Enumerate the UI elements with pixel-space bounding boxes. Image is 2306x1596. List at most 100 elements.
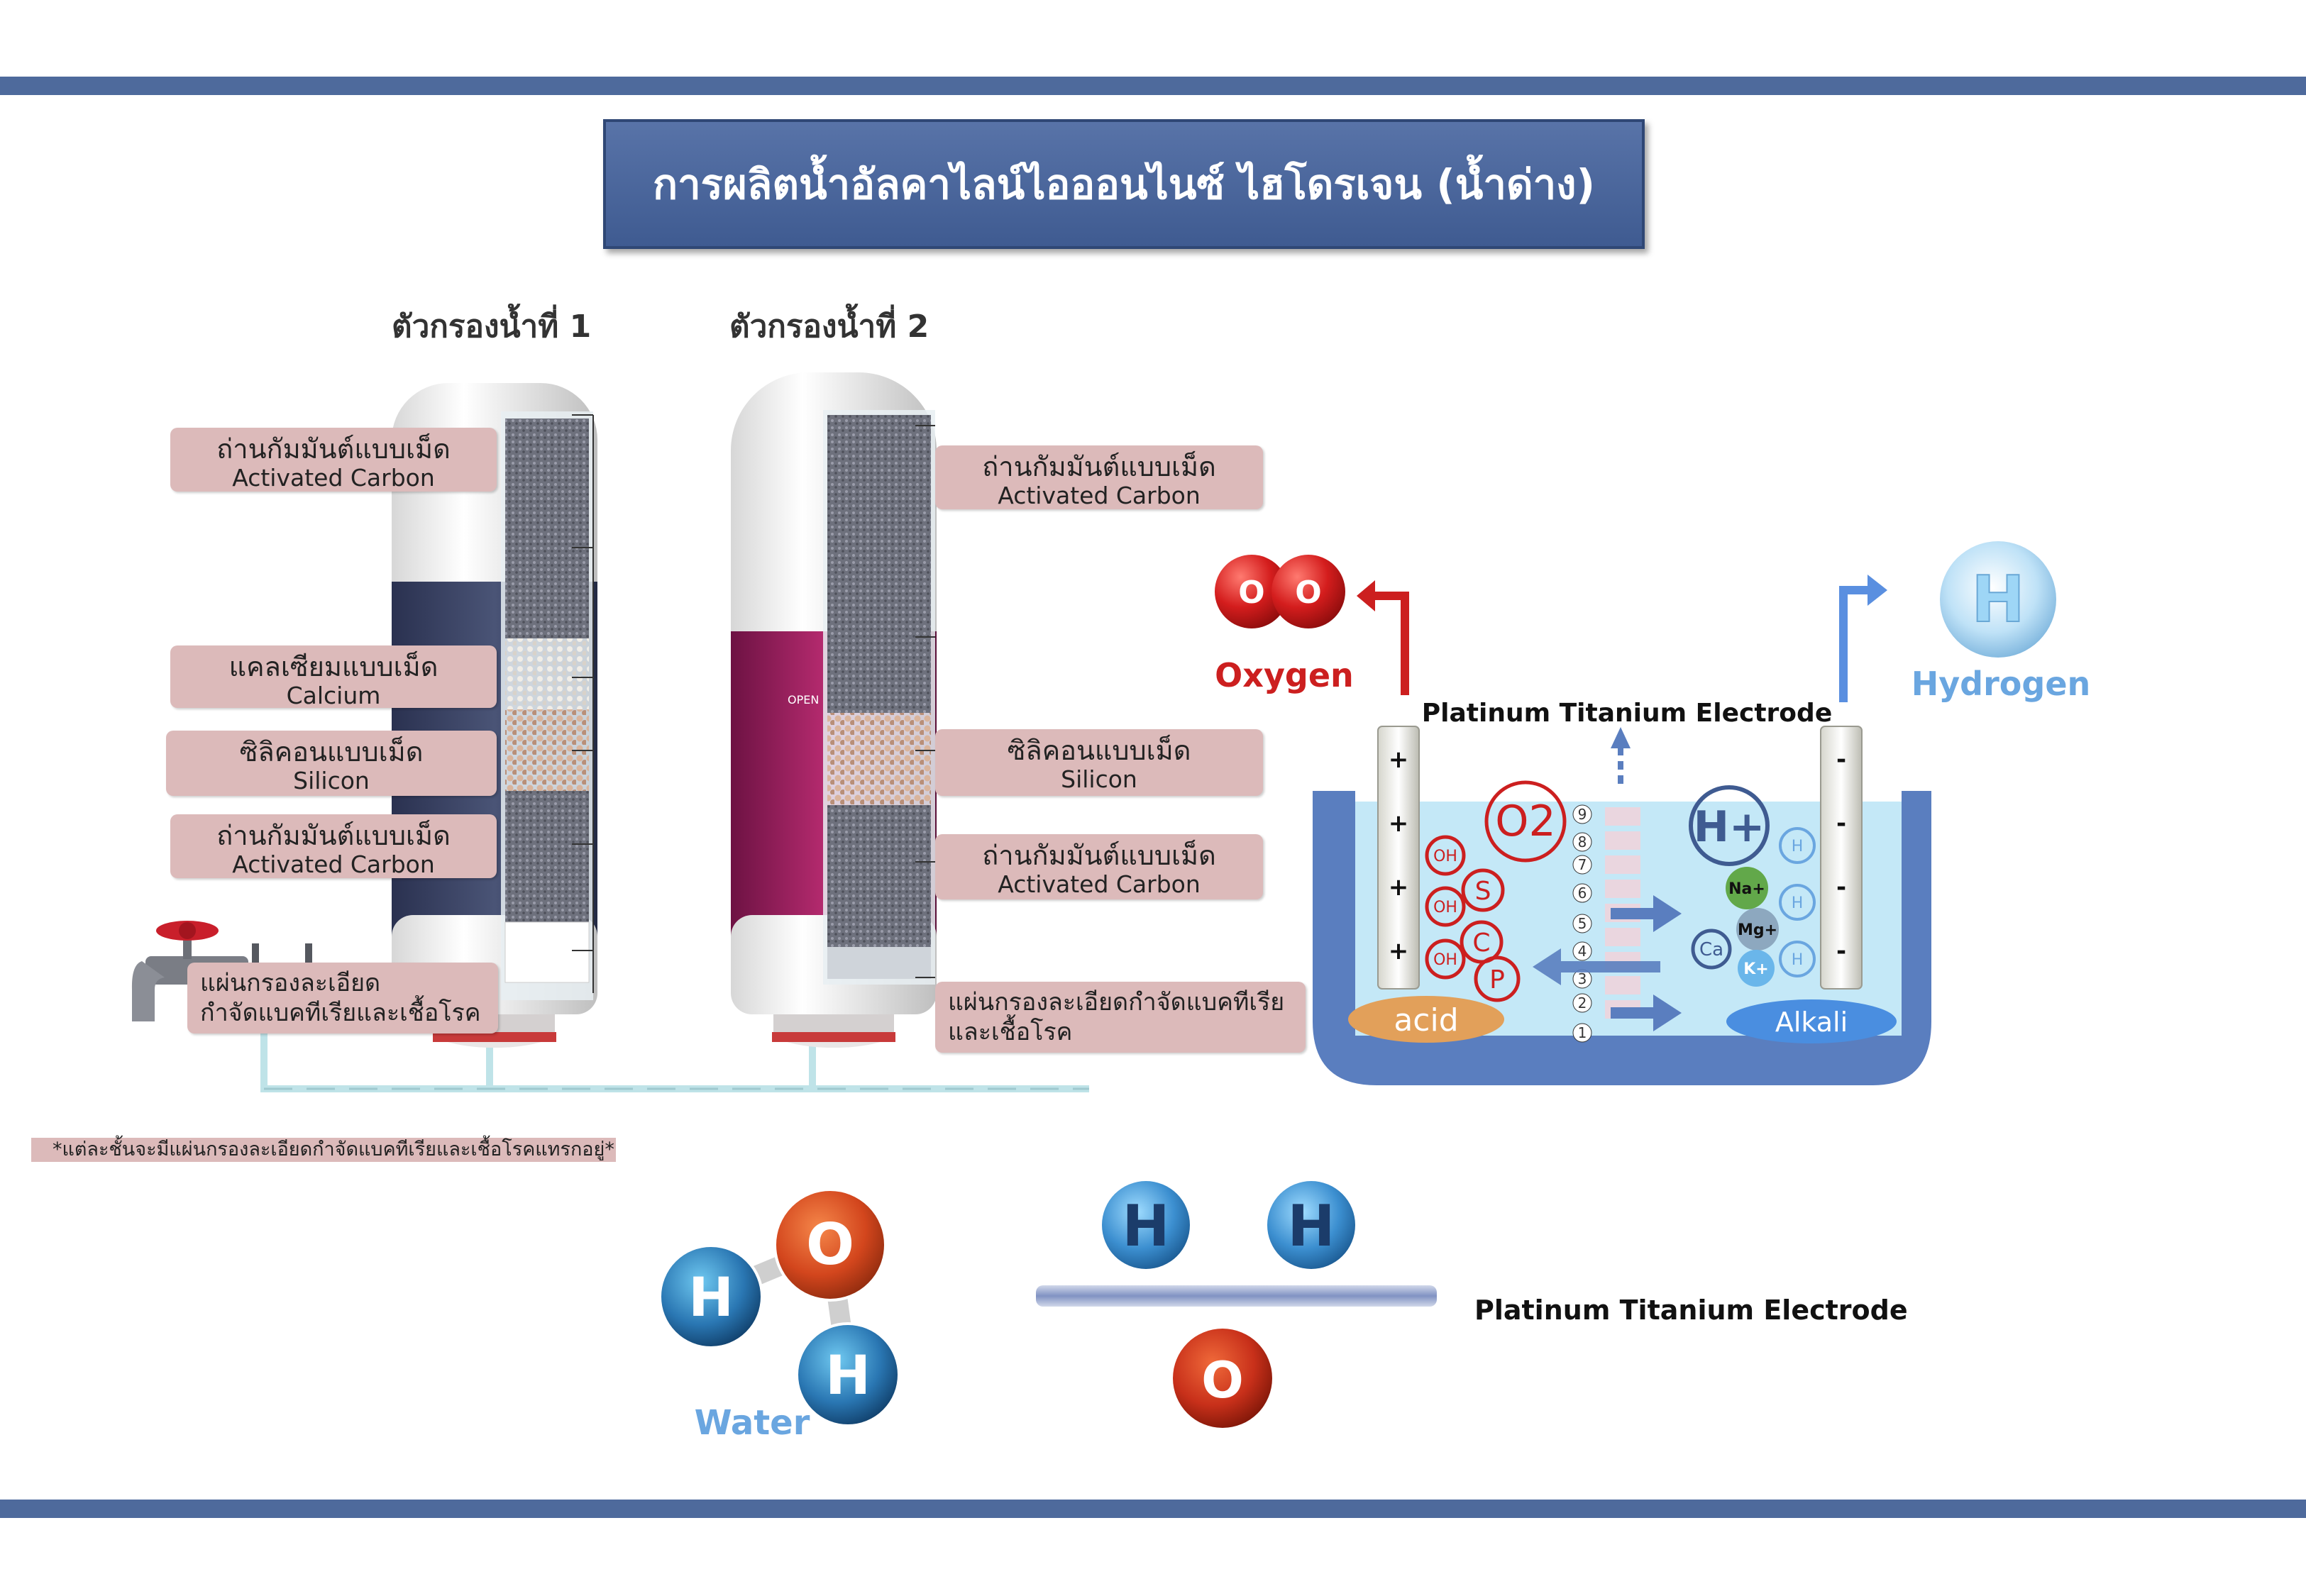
water-label: Water xyxy=(695,1403,810,1443)
membrane-number: 1 xyxy=(1578,1024,1587,1041)
ion-label: OH xyxy=(1433,951,1457,969)
bottom-electrode-label: Platinum Titanium Electrode xyxy=(1474,1295,1908,1326)
top-bar xyxy=(0,77,2306,95)
layer-th: แคลเซียมแบบเม็ด xyxy=(228,651,438,682)
anode-electrode: + + + + xyxy=(1377,726,1420,990)
ion-label: Mg+ xyxy=(1738,921,1777,939)
f1-layer-silicon: ซิลิคอนแบบเม็ด Silicon xyxy=(166,731,497,796)
f1-layer-calcium: แคลเซียมแบบเม็ด Calcium xyxy=(170,645,497,709)
membrane-number: 7 xyxy=(1578,856,1587,873)
filter-illustration: OPEN xyxy=(131,372,1089,1092)
layer-th: ซิลิคอนแบบเม็ด xyxy=(1007,735,1191,766)
membrane-number: 6 xyxy=(1578,885,1587,902)
electrode-title: Platinum Titanium Electrode xyxy=(1422,699,1832,728)
layer-th: ถ่านกัมมันต์แบบเม็ด xyxy=(216,820,451,851)
layer-th: ถ่านกัมมันต์แบบเม็ด xyxy=(982,840,1216,871)
ion-label: H xyxy=(1792,951,1804,969)
layer-en: Silicon xyxy=(1061,765,1137,793)
membrane-number: 5 xyxy=(1578,915,1587,932)
minus-sign: - xyxy=(1836,937,1846,965)
bottom-bar xyxy=(0,1500,2306,1518)
ion-label: K+ xyxy=(1743,960,1768,978)
layer-th: ซิลิคอนแบบเม็ด xyxy=(239,736,424,767)
ion-label: H xyxy=(1792,894,1804,912)
electrolysis-diagram: 9 8 7 6 5 4 3 2 1 + + + + - - - - xyxy=(1215,541,2091,1085)
layer-th: ถ่านกัมมันต์แบบเม็ด xyxy=(216,433,451,465)
layer-en: Activated Carbon xyxy=(232,464,435,492)
hydrogen-output: H xyxy=(1839,541,2056,702)
membrane-number: 2 xyxy=(1578,994,1587,1012)
ion-label: C xyxy=(1472,929,1490,958)
bottom-h-letter: H xyxy=(1122,1193,1170,1259)
water-h-letter: H xyxy=(825,1343,871,1407)
filter2-heading: ตัวกรองน้ำที่ 2 xyxy=(729,309,929,345)
layer-th: ถ่านกัมมันต์แบบเม็ด xyxy=(982,451,1216,482)
membrane-number: 8 xyxy=(1578,833,1587,850)
layer-en: Activated Carbon xyxy=(998,482,1201,509)
fine-filter-line2: และเชื้อโรค xyxy=(948,1018,1073,1046)
ion-label: H xyxy=(1792,838,1804,855)
layer-en: Silicon xyxy=(293,767,370,794)
acid-ions xyxy=(1425,780,1567,1002)
ion-label: Ca xyxy=(1699,939,1723,960)
hydrogen-atom-letter: H xyxy=(1971,563,2024,637)
oxygen-atom-letter: O xyxy=(1295,575,1321,611)
alkali-label: Alkali xyxy=(1775,1007,1848,1038)
water-molecule: O H H Water xyxy=(658,1188,900,1443)
hydrogen-label: Hydrogen xyxy=(1911,665,2091,703)
electrode-plate xyxy=(1036,1285,1437,1307)
fine-filter-line2: กำจัดแบคทีเรียและเชื้อโรค xyxy=(200,999,481,1027)
filter1-heading: ตัวกรองน้ำที่ 1 xyxy=(392,309,592,345)
bottom-o-letter: O xyxy=(1201,1351,1244,1409)
membrane-numbers: 9 8 7 6 5 4 3 2 1 xyxy=(1572,804,1592,1043)
minus-sign: - xyxy=(1836,746,1846,774)
layer-en: Calcium xyxy=(286,682,381,709)
ion-label: S xyxy=(1475,877,1491,906)
ion-label: P xyxy=(1489,965,1505,994)
acid-pill xyxy=(1348,996,1504,1043)
ion-label: O2 xyxy=(1495,797,1555,846)
f2-layer-activated-carbon-bottom: ถ่านกัมมันต์แบบเม็ด Activated Carbon xyxy=(935,834,1263,899)
oxygen-label: Oxygen xyxy=(1215,656,1354,694)
ion-flow-arrows xyxy=(1533,727,1682,1031)
fine-filter-line1: แผ่นกรองละเอียด xyxy=(200,969,381,997)
oxygen-output: O O xyxy=(1215,555,1409,695)
oxygen-atom-letter: O xyxy=(1238,575,1264,611)
alkali-pill xyxy=(1726,999,1897,1043)
minus-sign: - xyxy=(1836,809,1846,838)
alkali-ions xyxy=(1689,785,1816,987)
plus-sign: + xyxy=(1389,937,1409,965)
bottom-h-letter: H xyxy=(1288,1193,1335,1259)
ion-label: OH xyxy=(1433,899,1457,916)
alkali-ion-labels: H+ Na+ Mg+ Ca K+ H H H xyxy=(1694,802,1804,978)
membrane-number: 3 xyxy=(1578,970,1587,987)
cartridge-open-label: OPEN xyxy=(788,693,819,706)
ion-label: Na+ xyxy=(1728,880,1765,898)
water-h-letter: H xyxy=(688,1265,734,1329)
membrane-number: 4 xyxy=(1578,943,1587,960)
f1-fine-filter: แผ่นกรองละเอียด กำจัดแบคทีเรียและเชื้อโร… xyxy=(187,963,498,1033)
membrane-number: 9 xyxy=(1578,806,1587,823)
electrolysis-tank xyxy=(1313,791,1931,1085)
ion-label: OH xyxy=(1433,848,1457,865)
f2-layer-silicon: ซิลิคอนแบบเม็ด Silicon xyxy=(935,729,1263,796)
filter2-cartridge: OPEN xyxy=(731,372,937,1048)
layer-en: Activated Carbon xyxy=(998,870,1201,898)
f2-layer-activated-carbon-top: ถ่านกัมมันต์แบบเม็ด Activated Carbon xyxy=(935,445,1263,509)
f1-layer-activated-carbon-bottom: ถ่านกัมมันต์แบบเม็ด Activated Carbon xyxy=(170,814,497,878)
fine-filter-line1: แผ่นกรองละเอียดกำจัดแบคทีเรีย xyxy=(948,988,1285,1016)
footnote: *แต่ละชั้นจะมีแผ่นกรองละเอียดกำจัดแบคทีเ… xyxy=(31,1138,616,1162)
plus-sign: + xyxy=(1389,809,1409,838)
plus-sign: + xyxy=(1389,746,1409,774)
bottom-electrode-diagram: H H O xyxy=(1036,1181,1437,1428)
minus-sign: - xyxy=(1836,873,1846,902)
layer-en: Activated Carbon xyxy=(232,850,435,878)
plus-sign: + xyxy=(1389,873,1409,902)
f2-fine-filter: แผ่นกรองละเอียดกำจัดแบคทีเรีย และเชื้อโร… xyxy=(935,982,1306,1053)
acid-label: acid xyxy=(1394,1002,1458,1038)
water-o-letter: O xyxy=(806,1212,854,1278)
f1-layer-activated-carbon-top: ถ่านกัมมันต์แบบเม็ด Activated Carbon xyxy=(170,428,497,492)
ion-label: H+ xyxy=(1694,802,1765,852)
page-title: การผลิตน้ำอัลคาไลน์ไอออนไนซ์ ไฮโดรเจน (น… xyxy=(603,119,1645,249)
acid-ion-labels: O2 OH S OH C OH P xyxy=(1433,797,1556,994)
